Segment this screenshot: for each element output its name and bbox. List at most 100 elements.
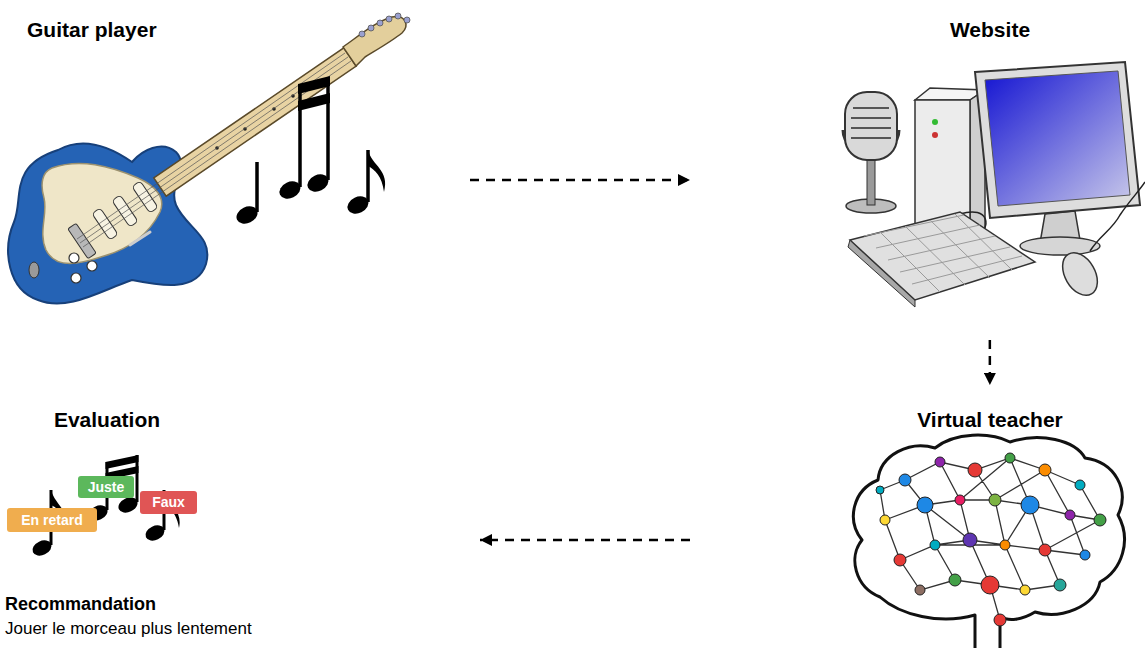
network-node <box>1039 544 1051 556</box>
key-col <box>880 232 940 292</box>
tuning-peg <box>395 13 401 19</box>
network-node <box>1094 514 1106 526</box>
note-stem <box>255 162 259 212</box>
dashed-arrow <box>989 340 992 385</box>
guitar-knob <box>87 261 97 271</box>
network-node <box>894 554 906 566</box>
tower-light <box>932 119 938 125</box>
monitor-frame <box>975 62 1140 218</box>
note-beam <box>106 455 139 469</box>
note-flag <box>368 150 385 192</box>
brain-outline <box>853 435 1124 648</box>
group-heading: Virtual teacher <box>840 407 1140 432</box>
key-col <box>930 220 990 278</box>
pickup <box>92 208 118 240</box>
network-node <box>955 495 965 505</box>
guitar-pickguard <box>42 163 162 263</box>
system-group: Website <box>690 20 1145 340</box>
tuning-pegs <box>359 13 410 37</box>
network-node <box>1080 550 1090 560</box>
network-node <box>989 494 1001 506</box>
note-beam <box>298 93 330 111</box>
tuning-peg <box>368 25 374 31</box>
network-node <box>915 585 925 595</box>
status-tag: Faux <box>140 491 197 514</box>
guitar-string <box>83 61 351 247</box>
key-row <box>864 215 964 236</box>
dashed-arrow <box>480 539 690 542</box>
grill-line <box>851 117 891 119</box>
guitar-illustration <box>8 13 410 303</box>
guitar-knob <box>71 273 81 283</box>
mouse-cable <box>1090 182 1145 251</box>
process-group: Virtual teacher <box>690 385 1145 648</box>
music-notes <box>234 76 386 227</box>
network-node <box>1039 464 1051 476</box>
network-node <box>1065 510 1075 520</box>
mouse <box>1056 247 1105 302</box>
status-tag: En retard <box>7 508 97 532</box>
recommendation-heading: Recommandation <box>5 594 305 616</box>
computer-illustration <box>843 62 1145 307</box>
network-node <box>1000 540 1010 550</box>
group-heading: Guitar player <box>27 17 227 42</box>
key-row <box>876 225 980 248</box>
network-node <box>963 533 977 547</box>
guitar-string <box>77 53 345 239</box>
brain-network-nodes <box>876 453 1106 626</box>
network-node <box>994 614 1006 626</box>
keyboard-keys <box>864 214 1022 292</box>
tuning-peg <box>377 20 383 26</box>
microphone-capsule <box>845 92 897 160</box>
brain-network-links <box>880 458 1100 620</box>
monitor-base <box>1020 237 1100 255</box>
microphone-stand <box>867 158 875 205</box>
guitar-string <box>80 57 348 243</box>
grill-line <box>851 127 891 129</box>
group-heading: Website <box>840 17 1140 42</box>
guitar-strings <box>77 53 351 247</box>
guitar-neck <box>154 48 356 196</box>
guitar-headstock <box>343 16 406 66</box>
output-jack <box>29 262 39 278</box>
recommendation-text: Jouer le morceau plus lentement <box>5 619 425 639</box>
grill-line <box>853 107 889 109</box>
network-node <box>935 457 945 467</box>
guitar-knobs <box>69 253 97 283</box>
network-node <box>1020 585 1030 595</box>
key-col <box>955 214 1012 270</box>
network-node <box>876 486 884 494</box>
tag-label: En retard <box>21 512 82 529</box>
grill-line <box>851 137 891 139</box>
network-node <box>1005 453 1015 463</box>
tag-label: Juste <box>88 479 125 496</box>
guitar-knob <box>69 253 79 263</box>
network-node <box>1075 480 1085 490</box>
network-node <box>1054 579 1066 591</box>
output-group: EvaluationRecommandationJouer le morceau… <box>0 395 480 648</box>
pickup <box>112 195 138 227</box>
network-node <box>968 463 982 477</box>
dashed-arrow <box>470 179 690 182</box>
tag-label: Faux <box>152 494 185 511</box>
tuning-peg <box>404 17 410 23</box>
status-tag: Juste <box>78 476 134 498</box>
network-node <box>949 574 961 586</box>
tower-light <box>932 132 938 138</box>
keyboard <box>850 212 1035 300</box>
tuning-peg <box>386 16 392 22</box>
microphone-grill <box>851 108 891 138</box>
note-stem <box>298 84 302 187</box>
network-node <box>1021 496 1039 514</box>
monitor-screen <box>985 71 1130 206</box>
pickup-switch <box>130 232 150 245</box>
network-node <box>899 474 911 486</box>
tuning-peg <box>359 31 365 37</box>
group-heading: Evaluation <box>7 407 207 432</box>
actor-group: Guitar player <box>0 20 470 340</box>
note-beam <box>298 76 330 94</box>
network-node <box>917 497 933 513</box>
